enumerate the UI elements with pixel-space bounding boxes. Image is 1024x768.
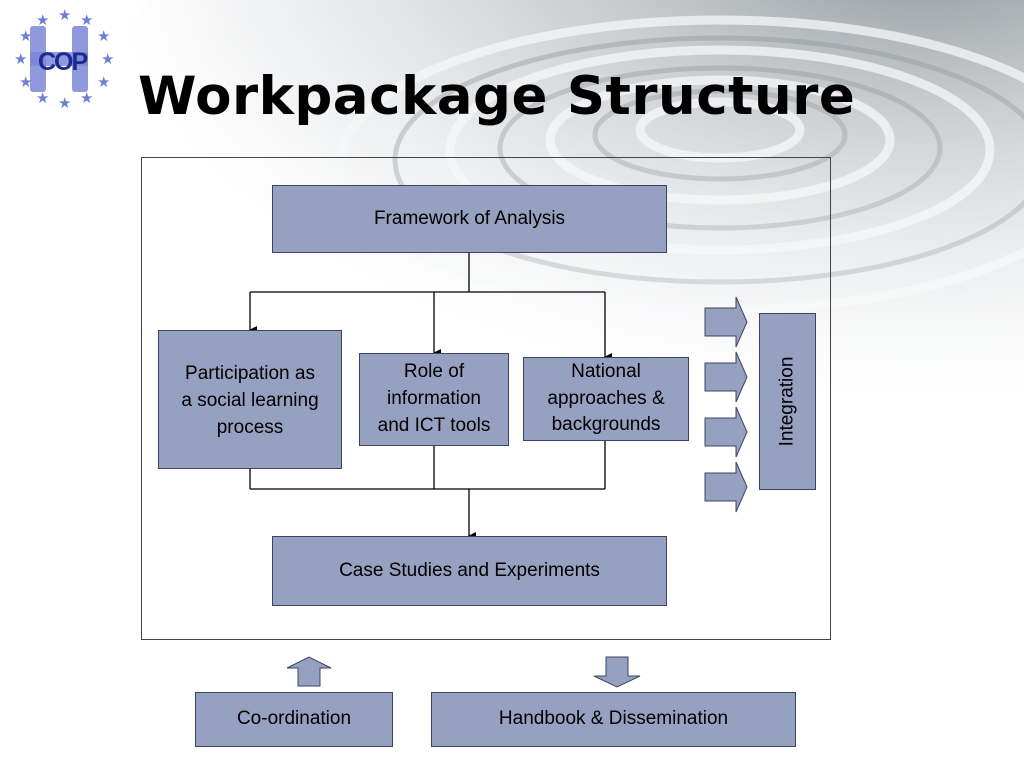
case-studies-label: Case Studies and Experiments <box>339 559 600 581</box>
svg-text:★: ★ <box>97 73 110 91</box>
handbook-box: Handbook & Dissemination <box>431 692 796 747</box>
svg-text:★: ★ <box>36 11 49 29</box>
handbook-label: Handbook & Dissemination <box>498 708 729 730</box>
svg-text:★: ★ <box>58 8 71 24</box>
national-label: National approaches & backgrounds <box>547 360 665 436</box>
block-arrow-up <box>286 656 332 687</box>
framework-box: Framework of Analysis <box>272 185 667 253</box>
svg-text:★: ★ <box>80 89 93 107</box>
diagram-frame <box>141 157 831 640</box>
svg-text:★: ★ <box>58 94 71 108</box>
integration-label: Integration <box>776 356 798 447</box>
page-title: Workpackage Structure <box>138 66 856 127</box>
block-arrow-right-1 <box>704 296 748 348</box>
block-arrow-down <box>593 656 641 688</box>
framework-label: Framework of Analysis <box>373 207 566 229</box>
logo-emblem: ★ ★ ★ ★ ★ ★ ★ ★ ★ ★ ★ ★ <box>14 6 114 112</box>
svg-text:★: ★ <box>101 50 114 68</box>
role-box: Role of information and ICT tools <box>359 353 509 446</box>
coordination-label: Co-ordination <box>236 708 352 730</box>
svg-text:★: ★ <box>14 50 27 68</box>
participation-label: Participation as a social learning proce… <box>181 363 319 438</box>
coordination-box: Co-ordination <box>195 692 393 747</box>
svg-text:★: ★ <box>80 11 93 29</box>
block-arrow-right-4 <box>704 461 748 513</box>
block-arrow-right-3 <box>704 406 748 458</box>
participation-box: Participation as a social learning proce… <box>158 330 342 469</box>
role-label: Role of information and ICT tools <box>377 361 491 436</box>
svg-text:★: ★ <box>97 27 110 45</box>
logo-text: COP <box>38 48 88 76</box>
integration-box: Integration <box>759 313 816 490</box>
svg-text:★: ★ <box>19 73 32 91</box>
logo: ★ ★ ★ ★ ★ ★ ★ ★ ★ ★ ★ ★ COP <box>6 6 116 112</box>
block-arrow-right-2 <box>704 351 748 403</box>
svg-text:★: ★ <box>36 89 49 107</box>
national-box: National approaches & backgrounds <box>523 357 689 441</box>
case-studies-box: Case Studies and Experiments <box>272 536 667 606</box>
svg-text:★: ★ <box>19 27 32 45</box>
